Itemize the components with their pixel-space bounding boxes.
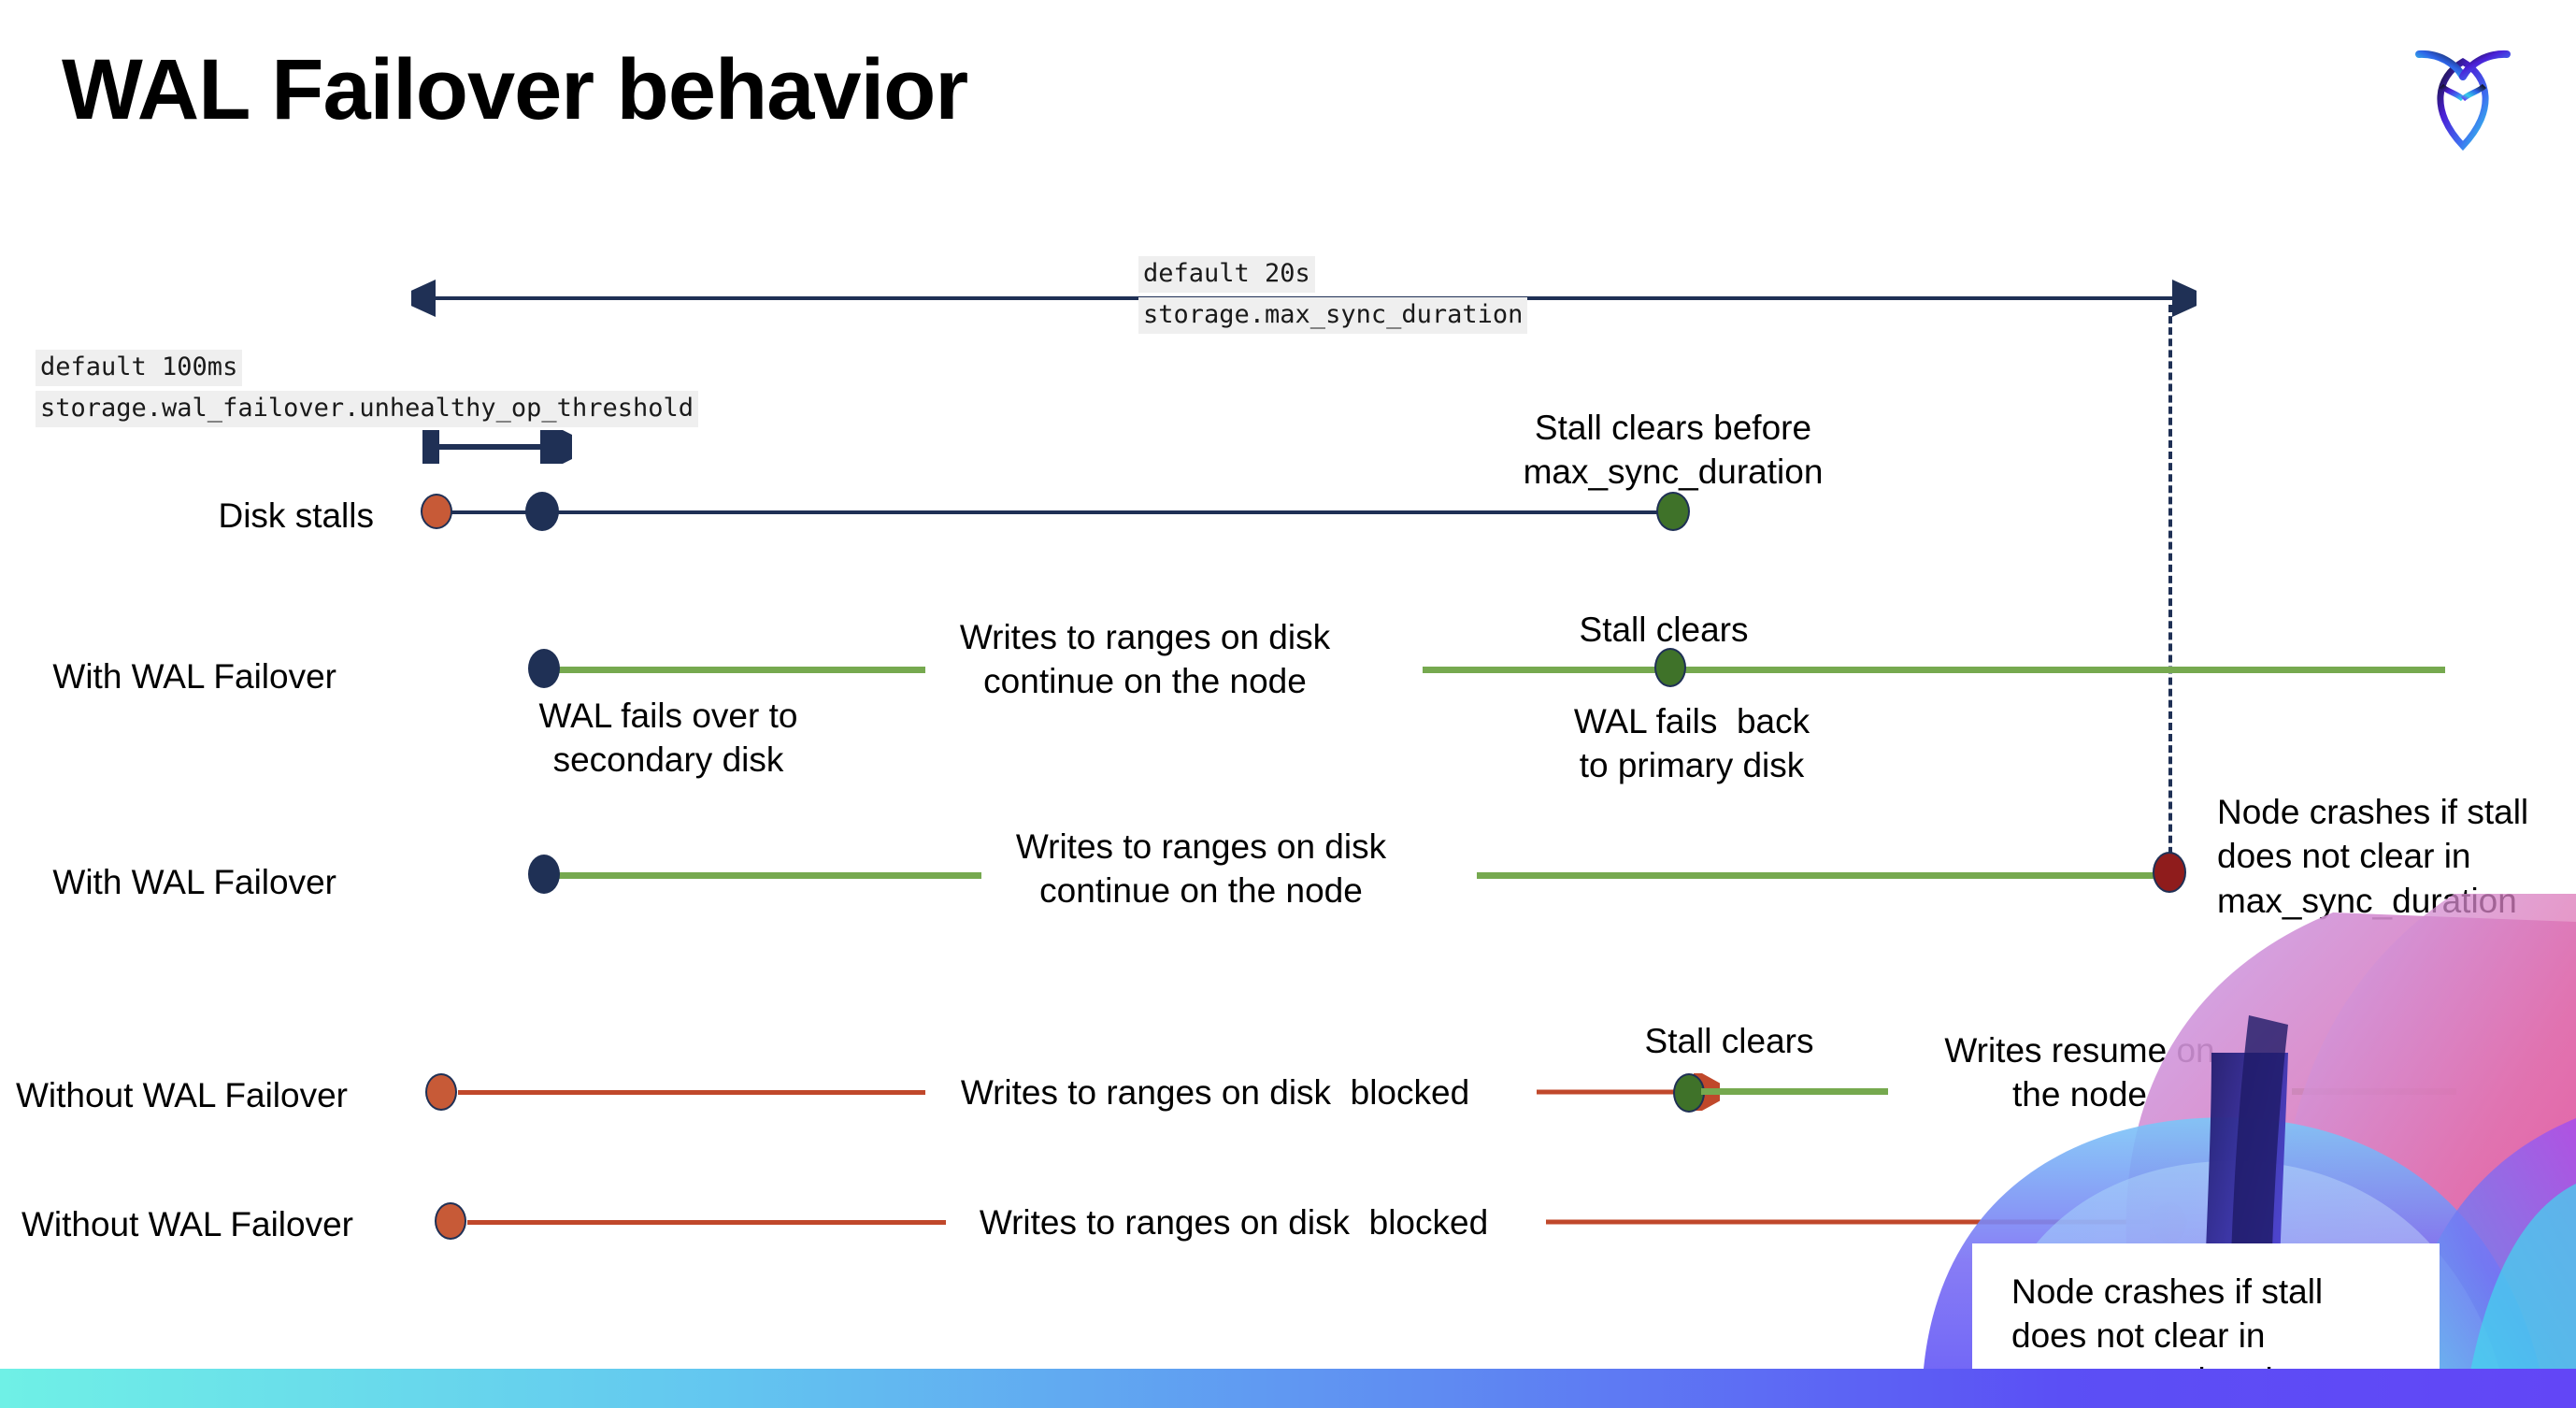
note-writes-blocked-1: Writes to ranges on disk blocked xyxy=(960,1073,1470,1112)
with-wal-failover-line-right xyxy=(1423,667,2445,673)
note-writes-continue-2: Writes to ranges on disk continue on the… xyxy=(1015,827,1387,911)
node-crash-dot-2 xyxy=(2153,1202,2186,1243)
node-crash-dot-1 xyxy=(2153,852,2186,893)
row-label-without-wal-failover-2: Without WAL Failover xyxy=(21,1205,353,1243)
row-label-with-wal-failover-2: With WAL Failover xyxy=(52,863,336,901)
wal-failover-stall-clear-dot xyxy=(1654,648,1686,687)
without-wal-failover-blocked-line-left xyxy=(458,1090,925,1095)
cockroachdb-logo-icon xyxy=(2388,28,2538,168)
wal-failover-trigger-dot xyxy=(525,492,559,531)
row-label-without-wal-failover-1: Without WAL Failover xyxy=(15,1076,348,1114)
without-wal-crash-line-left xyxy=(467,1220,946,1225)
wal-failover-over-dot-2 xyxy=(528,855,560,894)
without-wal-resume-line-2 xyxy=(2292,1088,2456,1095)
row-label-disk-stalls: Disk stalls xyxy=(218,496,374,535)
unhealthy-op-threshold-default-label: default 100ms xyxy=(36,350,243,386)
note-stall-clears-1: Stall clears xyxy=(1579,611,1749,649)
with-wal-failover-line-left xyxy=(542,667,925,673)
without-wal-stall-start-dot xyxy=(425,1073,457,1111)
disk-stall-start-dot xyxy=(421,494,452,529)
without-wal-crash-start-dot xyxy=(435,1202,466,1240)
max-sync-duration-default-label: default 20s xyxy=(1138,256,1315,293)
note-stall-clears-before: Stall clears before max_sync_duration xyxy=(1523,409,1824,492)
page-title: WAL Failover behavior xyxy=(62,42,968,137)
without-wal-resume-line-1 xyxy=(1701,1088,1888,1095)
max-sync-duration-setting-label: storage.max_sync_duration xyxy=(1138,297,1528,334)
max-sync-duration-dashed-guide xyxy=(2168,305,2172,877)
disk-stall-line xyxy=(439,510,1673,514)
note-writes-resume: Writes resume on the node xyxy=(1944,1031,2215,1114)
wal-failover-over-dot xyxy=(528,649,560,688)
row-label-with-wal-failover-1: With WAL Failover xyxy=(52,657,336,696)
bottom-gradient-bar xyxy=(0,1369,2576,1408)
without-wal-stall-clear-dot xyxy=(1673,1073,1705,1113)
note-stall-clears-2: Stall clears xyxy=(1644,1022,1814,1060)
note-wal-fails-back: WAL fails back to primary disk xyxy=(1573,702,1810,785)
note-wal-fails-over: WAL fails over to secondary disk xyxy=(538,697,798,780)
disk-stall-clear-dot xyxy=(1656,492,1690,531)
note-writes-blocked-2: Writes to ranges on disk blocked xyxy=(979,1203,1489,1242)
with-wal-failover-crash-line-left xyxy=(542,872,981,879)
with-wal-failover-crash-line-right xyxy=(1477,872,2176,879)
unhealthy-op-threshold-setting-label: storage.wal_failover.unhealthy_op_thresh… xyxy=(36,391,698,427)
note-node-crashes-1: Node crashes if stall does not clear in … xyxy=(2217,793,2529,920)
note-writes-continue-1: Writes to ranges on disk continue on the… xyxy=(959,618,1331,701)
